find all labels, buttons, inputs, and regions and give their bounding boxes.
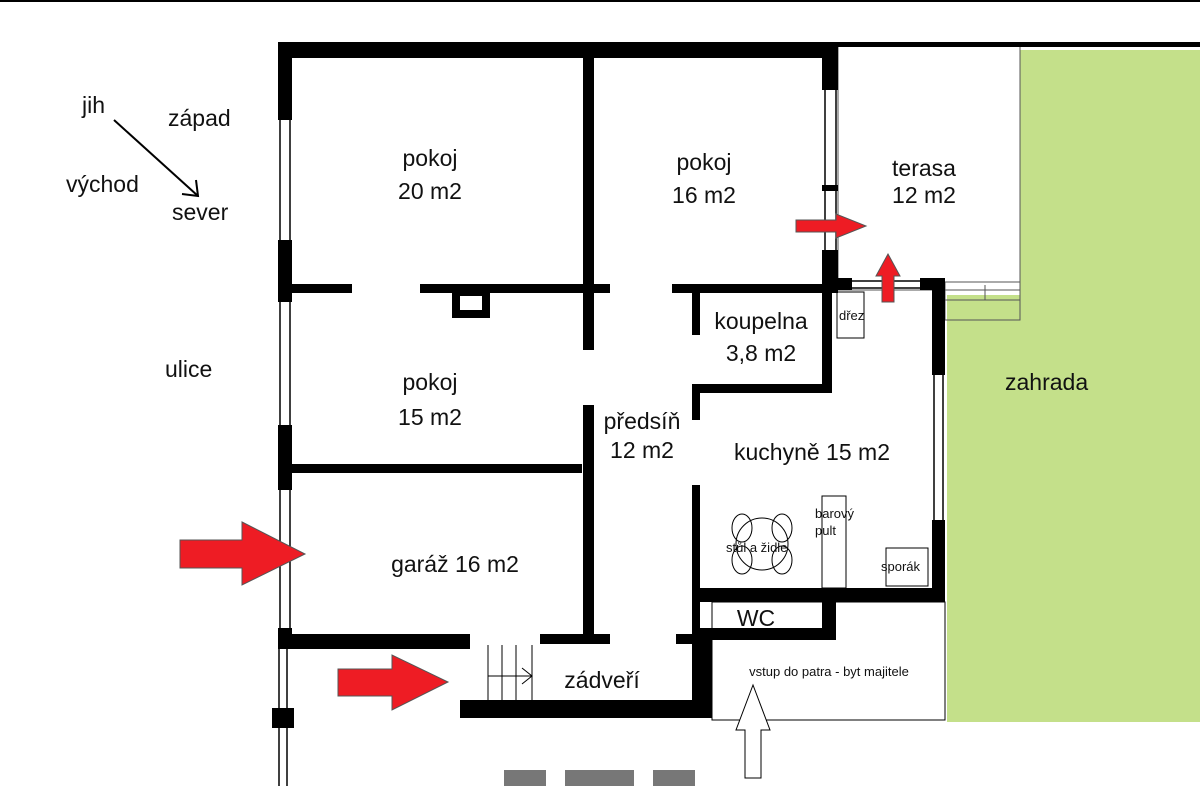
room-terasa-area: 12 m2 [892, 182, 956, 208]
room-koupelna-name: koupelna [714, 308, 808, 334]
red-arrow-icon [179, 521, 307, 586]
sink [836, 291, 865, 339]
garden-area [947, 50, 1200, 722]
label-sever: sever [172, 199, 229, 225]
room-pokoj-16-area: 16 m2 [672, 182, 736, 208]
red-arrow-icon [337, 654, 450, 711]
top-border [0, 0, 1200, 2]
bar-counter [821, 495, 847, 589]
entrance-upstairs-label: vstup do patra - byt majitele [749, 664, 909, 679]
room-pokoj-15-area: 15 m2 [398, 404, 462, 430]
room-zadveri: zádveří [564, 667, 640, 693]
sink-label: dřez [839, 308, 864, 323]
room-terasa-name: terasa [892, 155, 956, 181]
room-pokoj-20-area: 20 m2 [398, 178, 462, 204]
room-koupelna-area: 3,8 m2 [726, 340, 796, 366]
chimney [460, 296, 482, 310]
furniture-labels: dřez stůl a židle barový pult sporák [726, 308, 921, 574]
stove [885, 547, 929, 587]
street-label: ulice [165, 356, 212, 382]
bar-label-2: pult [815, 523, 836, 538]
room-kuchyne: kuchyně 15 m2 [734, 439, 890, 465]
label-zapad: západ [168, 105, 231, 131]
room-predsin-name: předsíň [604, 408, 681, 434]
red-arrow-icon [795, 213, 868, 239]
furniture [731, 291, 929, 589]
room-garaz: garáž 16 m2 [391, 551, 519, 577]
stairs [487, 645, 533, 702]
room-labels: pokoj 20 m2 pokoj 16 m2 terasa 12 m2 kou… [391, 145, 956, 693]
room-pokoj-16-name: pokoj [677, 149, 732, 175]
garden-label: zahrada [1005, 369, 1088, 395]
arrow-icon [181, 179, 200, 198]
entrance-arrow-icon [735, 683, 771, 779]
room-wc: WC [737, 605, 775, 631]
label-jih: jih [81, 92, 105, 118]
room-predsin-area: 12 m2 [610, 437, 674, 463]
label-vychod: východ [66, 171, 139, 197]
walls [272, 42, 945, 728]
bar-label-1: barový [815, 506, 855, 521]
stove-label: sporák [881, 559, 921, 574]
room-pokoj-20-name: pokoj [403, 145, 458, 171]
compass: jih západ východ sever [66, 92, 231, 225]
parking-markers [504, 770, 695, 786]
red-arrow-icon [875, 252, 901, 303]
table [735, 517, 789, 571]
room-pokoj-15-name: pokoj [403, 369, 458, 395]
table-label: stůl a židle [726, 540, 787, 555]
